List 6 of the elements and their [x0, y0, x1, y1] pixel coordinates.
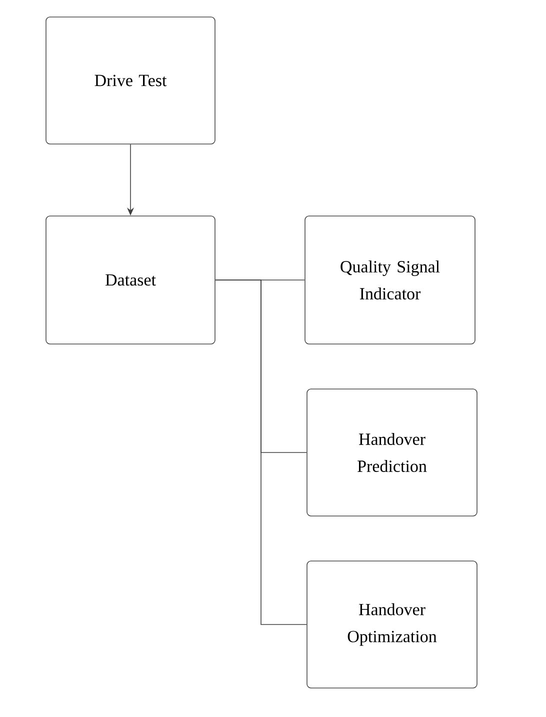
process-box: Quality Signal Indicator	[304, 216, 476, 344]
process-box: Dataset	[46, 216, 216, 344]
process-box: Handover Prediction	[306, 388, 478, 516]
connector	[215, 280, 307, 625]
process-box: Drive Test	[46, 16, 216, 144]
process-box: Handover Optimization	[306, 560, 478, 688]
